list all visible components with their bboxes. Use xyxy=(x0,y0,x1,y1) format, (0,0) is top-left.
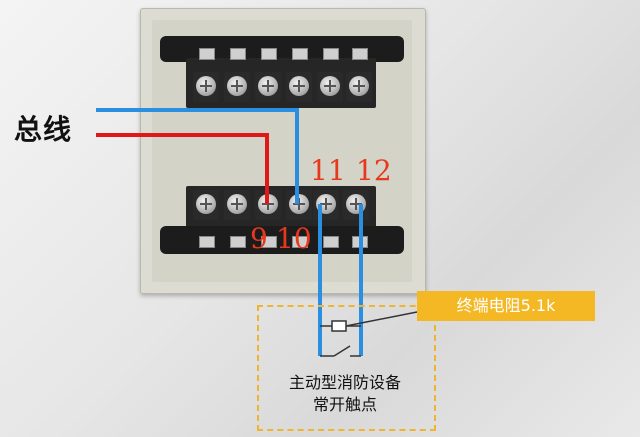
fire-device-boundary xyxy=(257,305,436,431)
terminal-screw-top-4 xyxy=(286,72,312,102)
terminal-clip xyxy=(230,236,246,248)
terminal-clip xyxy=(292,236,308,248)
device-label: 主动型消防设备 常开触点 xyxy=(260,372,430,416)
screw-icon xyxy=(227,194,247,214)
terminal-screw-bottom-1 xyxy=(193,190,219,220)
screw-icon xyxy=(227,76,247,96)
device-label-line1: 主动型消防设备 xyxy=(288,373,401,392)
terminal-clip xyxy=(199,48,215,60)
screw-icon xyxy=(349,76,369,96)
terminal-clip xyxy=(261,236,277,248)
terminal-screw-top-6 xyxy=(346,72,372,102)
terminal-screw-top-3 xyxy=(255,72,281,102)
screw-icon xyxy=(196,76,216,96)
terminal-clip xyxy=(323,48,339,60)
terminal-screw-top-2 xyxy=(224,72,250,102)
screw-icon xyxy=(258,76,278,96)
bus-wire-red xyxy=(96,133,269,204)
terminal-clip xyxy=(323,236,339,248)
bus-label: 总线 xyxy=(14,113,73,146)
terminal-clip xyxy=(352,48,368,60)
terminal-screw-bottom-2 xyxy=(224,190,250,220)
terminal-clip xyxy=(261,48,277,60)
terminal-screw-top-1 xyxy=(193,72,219,102)
terminal-clip xyxy=(199,236,215,248)
screw-icon xyxy=(320,76,340,96)
eol-resistor-tag: 终端电阻5.1k xyxy=(417,291,595,321)
terminal-screw-top-5 xyxy=(317,72,343,102)
contact-switch-icon xyxy=(333,345,351,357)
terminal-number-12: 12 xyxy=(356,154,392,187)
terminal-number-10: 10 xyxy=(276,222,312,255)
screw-icon xyxy=(289,76,309,96)
terminal-clip xyxy=(230,48,246,60)
terminal-number-11: 11 xyxy=(310,154,346,187)
terminal-number-9: 9 xyxy=(250,222,268,255)
device-label-line2: 常开触点 xyxy=(312,395,377,414)
terminal-screw-12 xyxy=(343,190,369,220)
screw-icon xyxy=(196,194,216,214)
terminal-clip xyxy=(292,48,308,60)
bus-wire-blue xyxy=(96,108,299,204)
callout-leader xyxy=(345,311,418,327)
